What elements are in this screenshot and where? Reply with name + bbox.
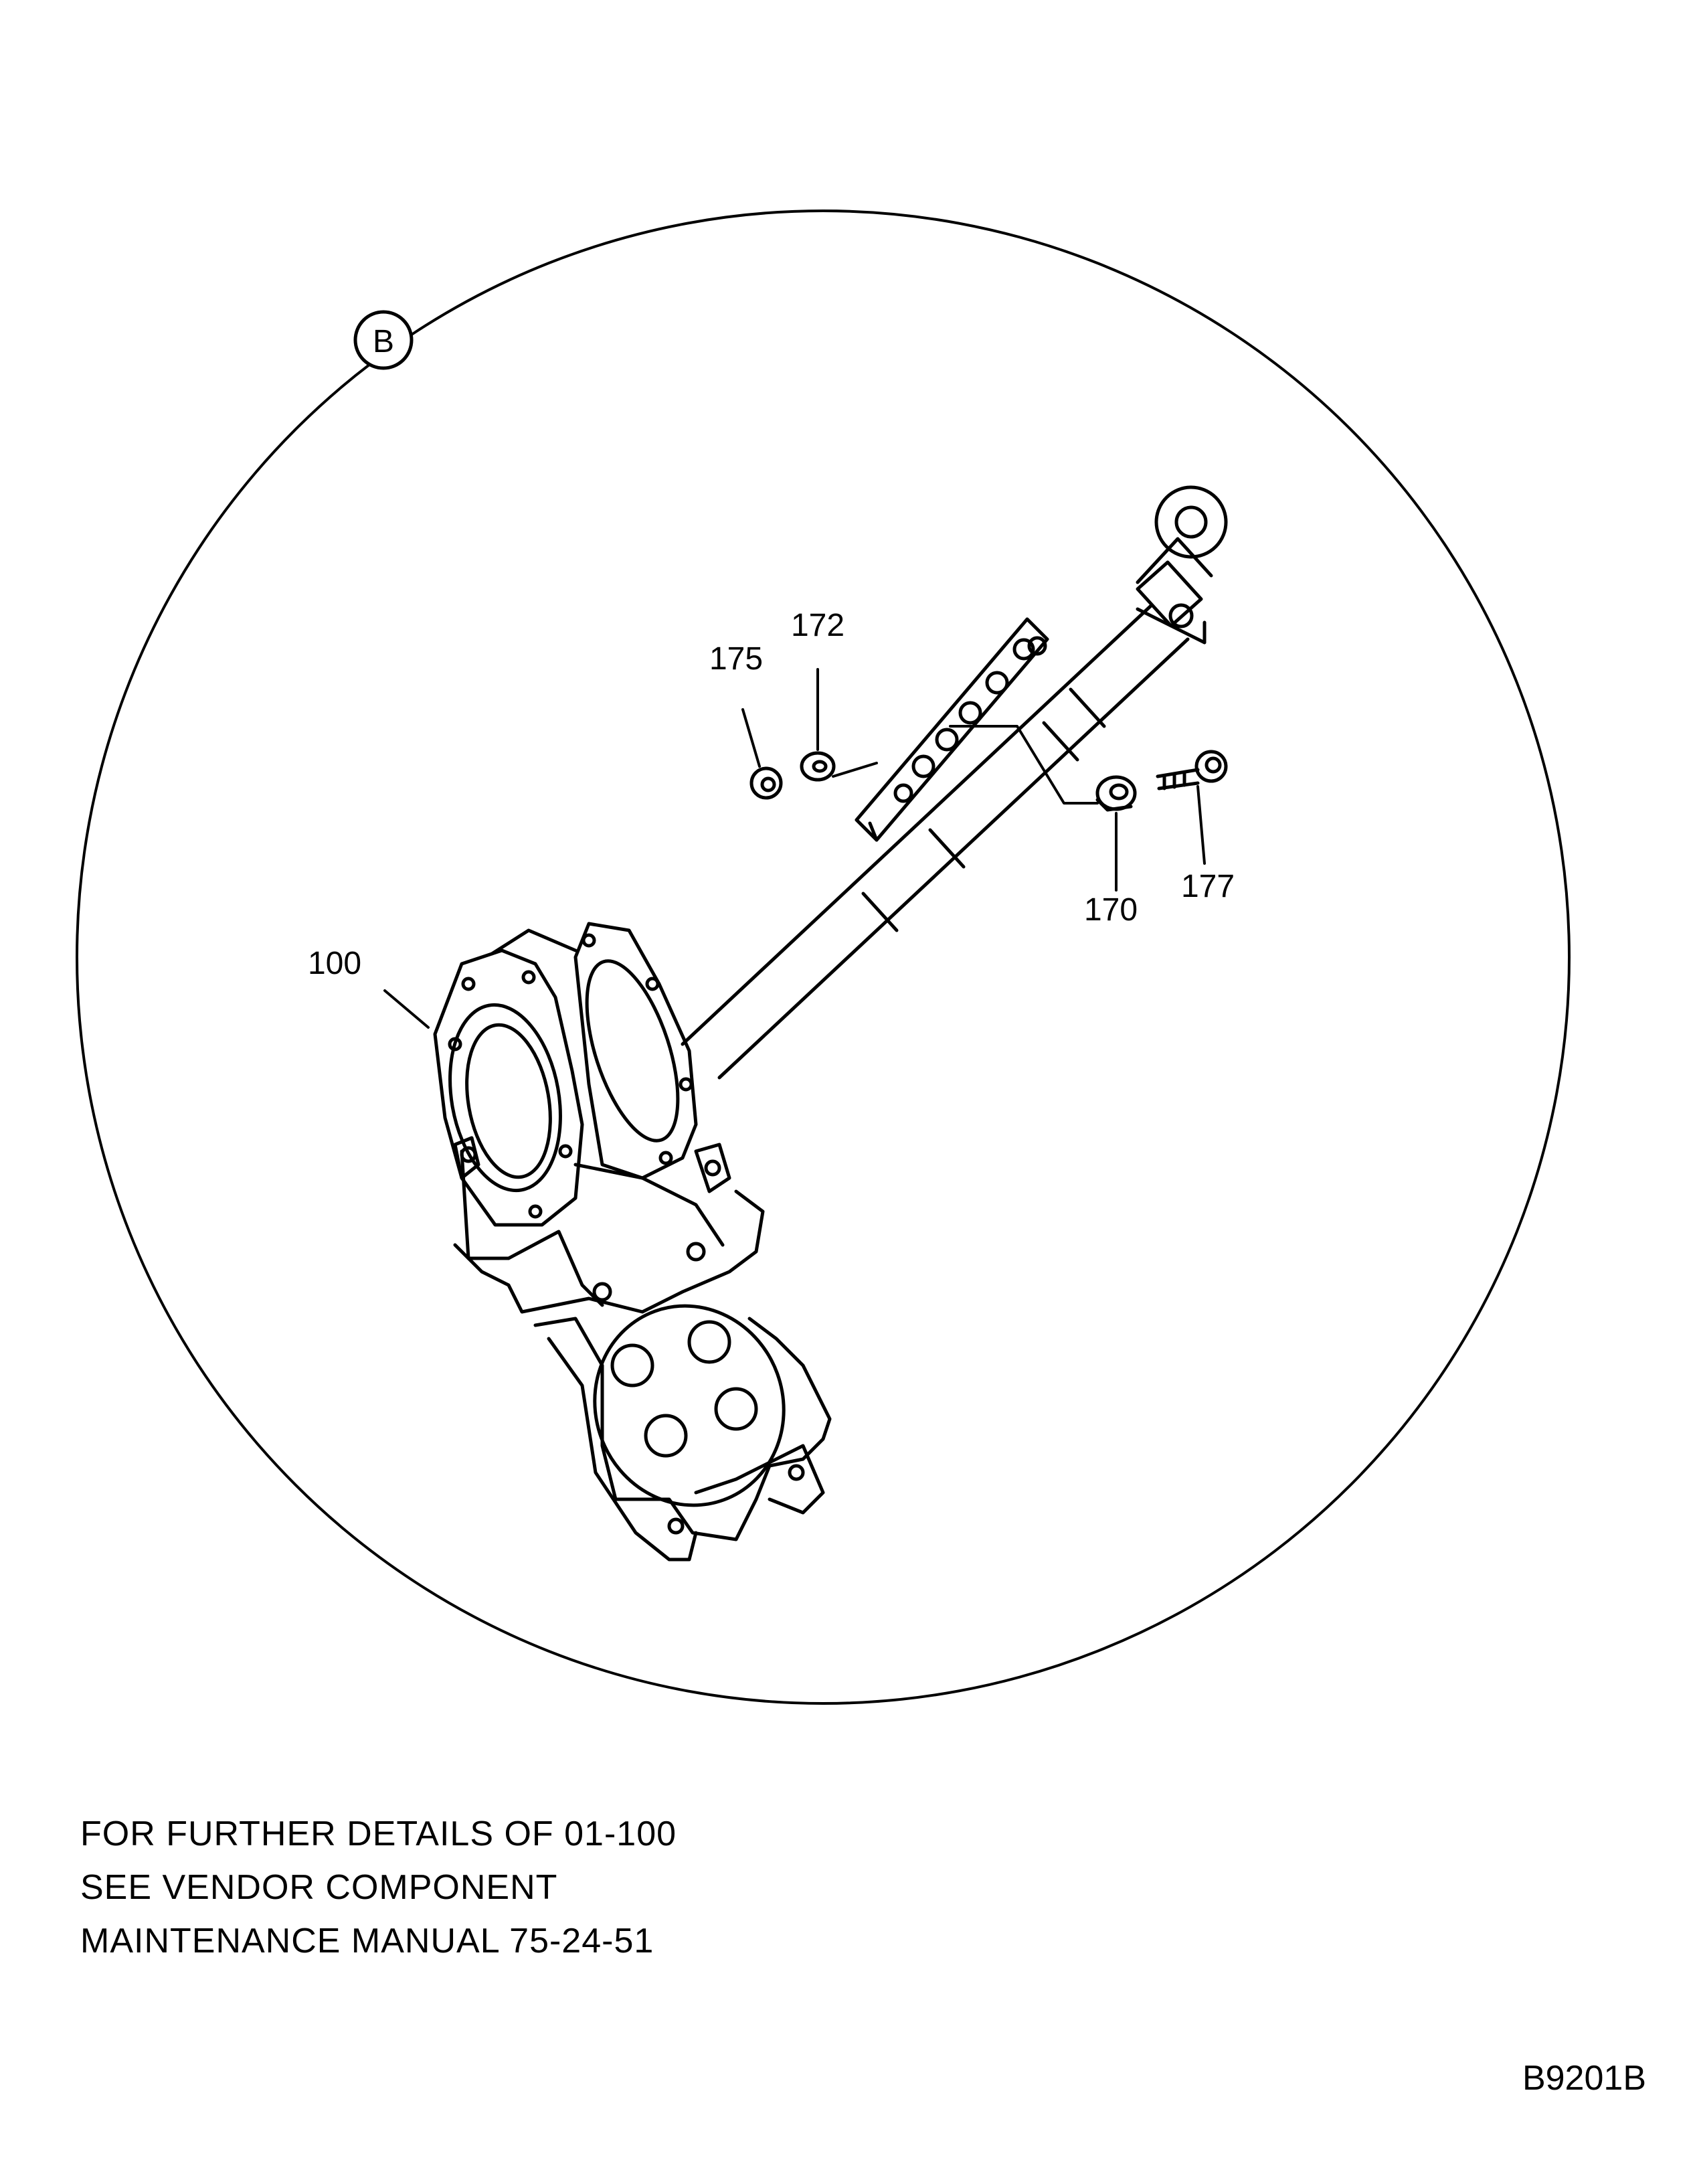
detail-view-circle: [76, 209, 1571, 1705]
callout-172: 172: [791, 608, 844, 643]
callout-175: 175: [709, 641, 763, 677]
valve-lower-housing: [533, 1304, 832, 1562]
mounting-bracket: [855, 617, 1049, 842]
callout-170: 170: [1084, 892, 1138, 928]
rod-end: [1136, 485, 1228, 645]
part-172-washer: [800, 751, 836, 782]
note-line-3: MAINTENANCE MANUAL 75-24-51: [80, 1922, 654, 1960]
detail-marker: B: [353, 310, 414, 370]
part-177-screw: [1156, 750, 1228, 790]
callout-100: 100: [308, 946, 361, 981]
note-line-2: SEE VENDOR COMPONENT: [80, 1868, 558, 1907]
figure-id: B9201B: [1522, 2059, 1646, 2098]
actuator-rod: [681, 560, 1203, 1080]
valve-right-flange: [573, 922, 698, 1180]
detail-marker-label: B: [373, 324, 394, 359]
part-175-nut: [749, 766, 783, 800]
part-170-bushing: [1095, 775, 1137, 812]
callout-177: 177: [1181, 869, 1235, 904]
valve-left-flange: [433, 948, 584, 1227]
note-line-1: FOR FURTHER DETAILS OF 01-100: [80, 1815, 677, 1853]
valve-housing: [453, 928, 765, 1314]
